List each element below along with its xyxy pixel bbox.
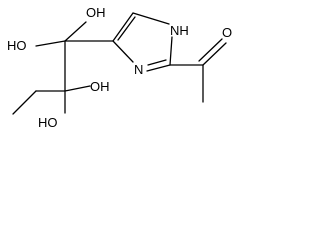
bond-c2-n3-inner [147,59,167,66]
bond-n3-c4 [112,40,134,63]
ho-left-label: HO [7,38,27,53]
n-label: N [134,62,143,77]
bond-carbonyl-o-1 [202,42,227,66]
bond-carbonyl-o-2 [198,38,223,62]
bond-c2-oh-mid [64,85,91,92]
bond-n1-c2 [169,36,173,66]
o-label: O [222,25,232,40]
structure-svg: OH HO OH HO NH N O [7,5,232,130]
nh-label: NH [170,23,189,38]
bond-c1-ho-left [35,40,66,47]
bond-c2-n3-outer [146,64,171,72]
ho-bottom-label: HO [38,115,58,130]
bond-ethyl-methyl [12,90,37,115]
molecule-diagram: OH HO OH HO NH N O [0,0,254,137]
bond-set [12,12,227,115]
bond-c5-n1 [132,12,170,25]
bond-c4-c5-outer [112,12,134,42]
oh-mid-label: OH [90,79,110,94]
oh-top-label: OH [86,5,106,20]
bond-c1-oh-top [64,21,87,42]
bond-c4-c5-inner [117,16,136,41]
